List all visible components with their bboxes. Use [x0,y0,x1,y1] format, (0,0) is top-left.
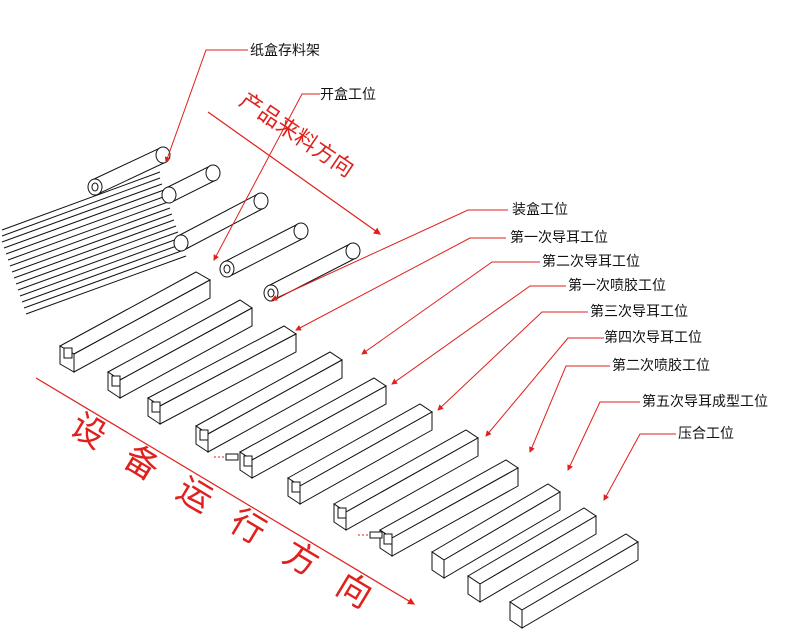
station-block-3 [147,325,297,425]
glue-nozzles [214,453,383,539]
callout-leaders [164,49,676,501]
equipment-run-arrow [35,377,416,605]
label-rack: 纸盒存料架 [250,42,320,59]
station-block-4 [195,351,343,453]
leader-ear-1 [295,237,506,331]
product-feed-arrow [207,111,381,235]
station-block-1 [58,271,212,373]
carton-stack [1,171,187,315]
station-block-7 [333,429,479,531]
roller-2 [173,192,269,252]
leader-glue-2 [529,365,610,453]
label-ear-2: 第二次导耳工位 [542,253,640,270]
glue-nozzle-2 [358,531,383,539]
roller-1 [161,164,221,204]
leader-ear-5 [567,401,640,471]
rack-roller [87,146,171,196]
label-glue-1: 第一次喷胶工位 [568,277,666,294]
label-press: 压合工位 [678,426,734,442]
station-blocks [58,271,639,629]
station-labels: 纸盒存料架 开盒工位 装盒工位 第一次导耳工位 第二次导耳工位 第一次喷胶工位 … [250,42,768,442]
leader-ear-2 [361,261,540,355]
glue-nozzle-1 [214,453,239,461]
station-block-5 [239,377,387,479]
leader-boxing [271,209,508,301]
station-block-2 [107,299,253,399]
leader-ear-4 [485,337,604,437]
leader-rack [164,49,248,163]
label-glue-2: 第二次喷胶工位 [612,357,710,374]
leader-open-box [213,93,320,261]
label-ear-5: 第五次导耳成型工位 [642,393,768,410]
label-ear-3: 第三次导耳工位 [590,303,688,320]
leader-press [603,433,676,501]
station-block-6 [287,403,433,505]
label-open-box: 开盒工位 [320,86,376,103]
label-ear-1: 第一次导耳工位 [510,229,608,246]
station-block-8 [379,459,519,557]
leader-ear-3 [437,311,588,411]
leader-glue-1 [391,285,566,385]
roller-3 [219,222,309,278]
station-block-10 [467,507,597,603]
station-block-9 [431,483,561,579]
station-block-11 [509,533,639,629]
label-boxing: 装盒工位 [512,201,568,218]
label-ear-4: 第四次导耳工位 [604,329,702,346]
